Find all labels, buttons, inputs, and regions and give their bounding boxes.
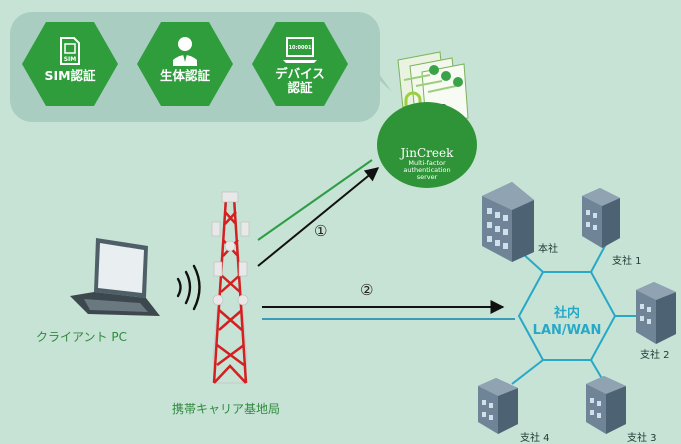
auth-method-label: 生体認証 — [159, 68, 210, 83]
spoke-branch4 — [511, 359, 544, 385]
person-icon — [137, 36, 233, 66]
laptop-icon — [70, 238, 160, 316]
spoke-branch1 — [590, 243, 607, 273]
base-station-label: 携帯キャリア基地局 — [172, 402, 281, 416]
building-branch2-icon — [636, 282, 676, 344]
cell-tower-icon — [211, 191, 250, 384]
office-hq-label: 本社 — [538, 244, 558, 255]
auth-method-device: 10:0001 デバイス 認証 — [252, 22, 348, 106]
path-1-green-line — [257, 159, 373, 241]
office-branch4-label: 支社 4 — [520, 433, 550, 444]
jincreek-server-badge: JinCreek Multi-factor authentication ser… — [377, 102, 477, 188]
building-hq-icon — [482, 182, 534, 262]
device-icon: 10:0001 — [252, 36, 348, 66]
path-1-arrow — [257, 167, 380, 267]
wireless-waves-icon — [176, 264, 201, 311]
building-branch3-icon — [586, 376, 626, 434]
building-branch4-icon — [478, 378, 518, 434]
client-pc-label: クライアント PC — [36, 330, 127, 344]
internal-network-label: 社内 LAN/WAN — [530, 305, 604, 339]
office-branch2-label: 支社 2 — [640, 350, 670, 361]
network-line1: 社内 — [553, 306, 580, 321]
server-name: JinCreek — [400, 146, 454, 160]
auth-method-biometric: 生体認証 — [137, 22, 233, 106]
building-branch1-icon — [582, 188, 620, 248]
path-2-number: ② — [360, 281, 374, 299]
sim-icon-text: SIM — [64, 56, 77, 63]
device-icon-text: 10:0001 — [289, 45, 312, 51]
sim-card-icon: SIM — [22, 36, 118, 66]
server-caption: Multi-factor authentication server — [403, 159, 451, 181]
office-branch1-label: 支社 1 — [612, 256, 642, 267]
auth-method-label: SIM認証 — [44, 68, 96, 83]
network-line2: LAN/WAN — [532, 323, 602, 338]
auth-method-label: デバイス 認証 — [275, 66, 325, 95]
auth-method-sim: SIM SIM認証 — [22, 22, 118, 106]
office-branch3-label: 支社 3 — [627, 433, 657, 444]
path-1-number: ① — [314, 222, 328, 240]
